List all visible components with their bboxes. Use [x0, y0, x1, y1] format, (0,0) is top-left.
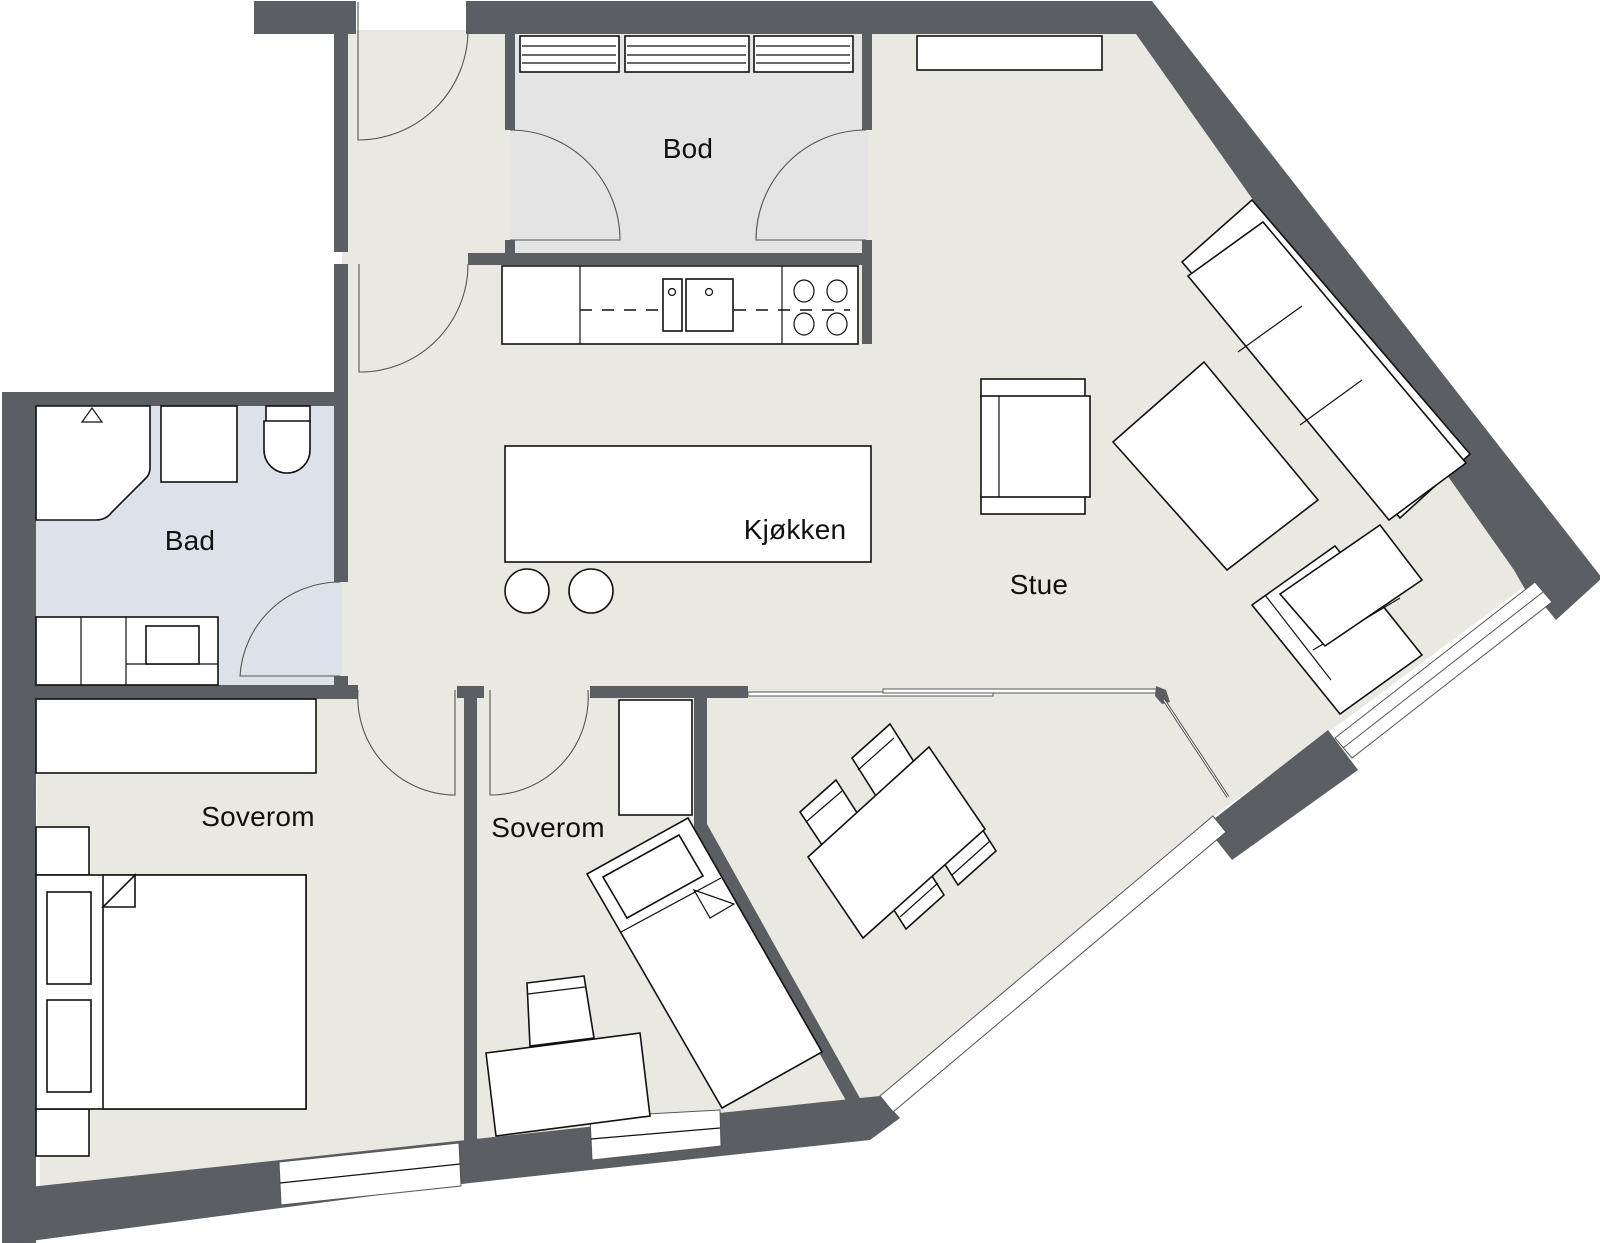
windows — [278, 581, 1553, 1206]
kitchen-counter — [501, 265, 859, 345]
cooktop-icon — [793, 279, 848, 336]
door-soverom2 — [489, 689, 589, 796]
doors — [239, 2, 1230, 798]
duvet-fold — [692, 888, 736, 919]
toilet-icon — [263, 405, 311, 474]
wall-kitchen-back — [468, 253, 872, 265]
soverom2-furniture — [485, 699, 824, 1137]
bathroom-vanity — [35, 616, 219, 686]
wall-bad-bottom — [36, 685, 358, 699]
pillow — [46, 891, 92, 985]
door-bod-right — [755, 129, 867, 241]
nightstand — [35, 826, 90, 876]
pillow — [601, 833, 705, 920]
armchair-2 — [1250, 523, 1424, 716]
bathtub-corner — [35, 405, 151, 521]
floor-main — [36, 30, 1546, 1192]
duvet-fold — [101, 873, 136, 908]
dining-set — [798, 722, 998, 940]
room-label-bad: Bad — [164, 525, 216, 556]
sliding-door-a — [747, 691, 994, 697]
wall-hall-left-2 — [334, 264, 348, 394]
desk-chair — [526, 975, 595, 1047]
wall-top-left — [254, 1, 356, 34]
wall-bod-left — [505, 34, 515, 130]
pillow — [46, 999, 92, 1093]
wall-bod-left-b — [505, 240, 515, 254]
nightstand — [35, 1108, 90, 1157]
sink-small — [662, 278, 683, 332]
sliding-door-post — [1155, 686, 1170, 704]
coffee-table — [1111, 360, 1320, 572]
double-bed — [102, 874, 307, 1110]
room-label-soverom-2: Soverom — [491, 812, 605, 843]
wall-bad-top — [2, 392, 348, 406]
soverom1-furniture — [35, 698, 317, 1157]
room-label-stue: Stue — [1009, 569, 1069, 600]
bathroom-fixtures — [35, 405, 311, 686]
wall-soverom2-top — [590, 686, 748, 698]
wall-left-outer — [2, 392, 36, 1243]
window-soverom2 — [589, 1109, 722, 1161]
kitchen-island — [504, 445, 872, 563]
bar-stool-2 — [568, 568, 614, 614]
door-hall-2 — [358, 263, 469, 373]
room-label-bod: Bod — [662, 133, 714, 164]
room-label-kjokken: Kjøkken — [743, 514, 847, 545]
room-label-soverom-1: Soverom — [201, 801, 315, 832]
wall-hall-left-3 — [334, 394, 348, 582]
desk — [485, 1032, 651, 1137]
wall-bottom-right-a — [1205, 730, 1358, 860]
wardrobe — [35, 698, 317, 774]
bar-stool-1 — [504, 568, 550, 614]
wall-bod-right — [862, 34, 872, 130]
sofa-3-seat — [1180, 198, 1472, 522]
washer — [160, 405, 238, 483]
dining-table — [806, 745, 987, 940]
wall-hall-left — [334, 30, 348, 252]
window-dining — [879, 815, 1227, 1113]
door-entry — [357, 2, 469, 141]
wall-bedroom-partition-v — [464, 686, 477, 1141]
armchair-1 — [980, 378, 1091, 515]
sideboard — [916, 35, 1103, 71]
door-soverom1 — [357, 689, 456, 796]
door-bad — [239, 581, 341, 677]
wall-top — [466, 1, 1600, 598]
wall-bad-right-bottom — [334, 676, 348, 694]
cabinet — [618, 699, 693, 816]
sink-large — [685, 278, 734, 332]
sliding-door-b — [882, 688, 1160, 694]
drain-icon — [80, 406, 104, 423]
bod-shelving — [519, 35, 854, 73]
wall-bod-right-b — [862, 240, 872, 344]
door-bod-left — [509, 129, 621, 241]
